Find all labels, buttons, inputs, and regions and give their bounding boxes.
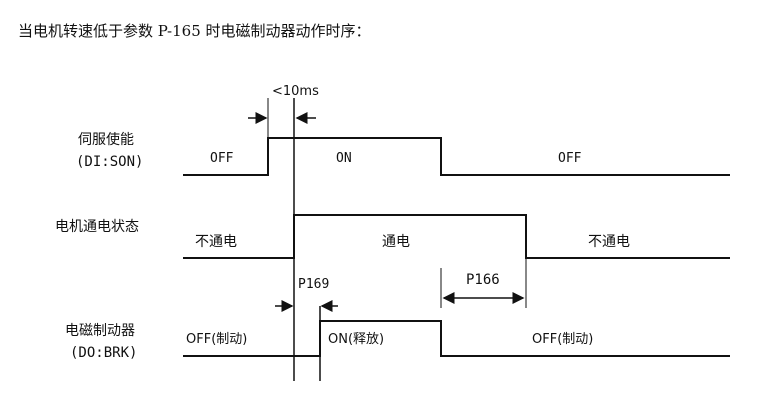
power-waveform [183, 214, 730, 259]
brake-signal-code: (DO:BRK) [70, 345, 137, 361]
servo-signal-name: 伺服使能 [78, 131, 134, 148]
servo-state-3: OFF [558, 151, 582, 166]
power-state-1: 不通电 [195, 234, 237, 250]
p166-box [449, 265, 519, 293]
servo-state-2: ON [336, 151, 352, 166]
page-heading: 当电机转速低于参数 P-165 时电磁制动器动作时序： [18, 22, 371, 40]
brake-state-1: OFF(制动) [186, 332, 247, 347]
servo-signal-code: (DI:SON) [76, 154, 143, 170]
power-signal-name: 电机通电状态 [55, 219, 139, 235]
servo-waveform [183, 137, 730, 176]
brake-state-3: OFF(制动) [532, 332, 593, 347]
power-state-2: 通电 [382, 234, 410, 250]
servo-state-1: OFF [210, 151, 234, 166]
power-state-3: 不通电 [588, 234, 630, 250]
delay-label: <10ms [272, 84, 319, 99]
brake-waveform [183, 320, 730, 357]
brake-signal-name: 电磁制动器 [65, 323, 135, 339]
p166-label: P166 [466, 272, 500, 288]
brake-state-2: ON(释放) [328, 332, 384, 347]
p169-label: P169 [298, 277, 329, 292]
